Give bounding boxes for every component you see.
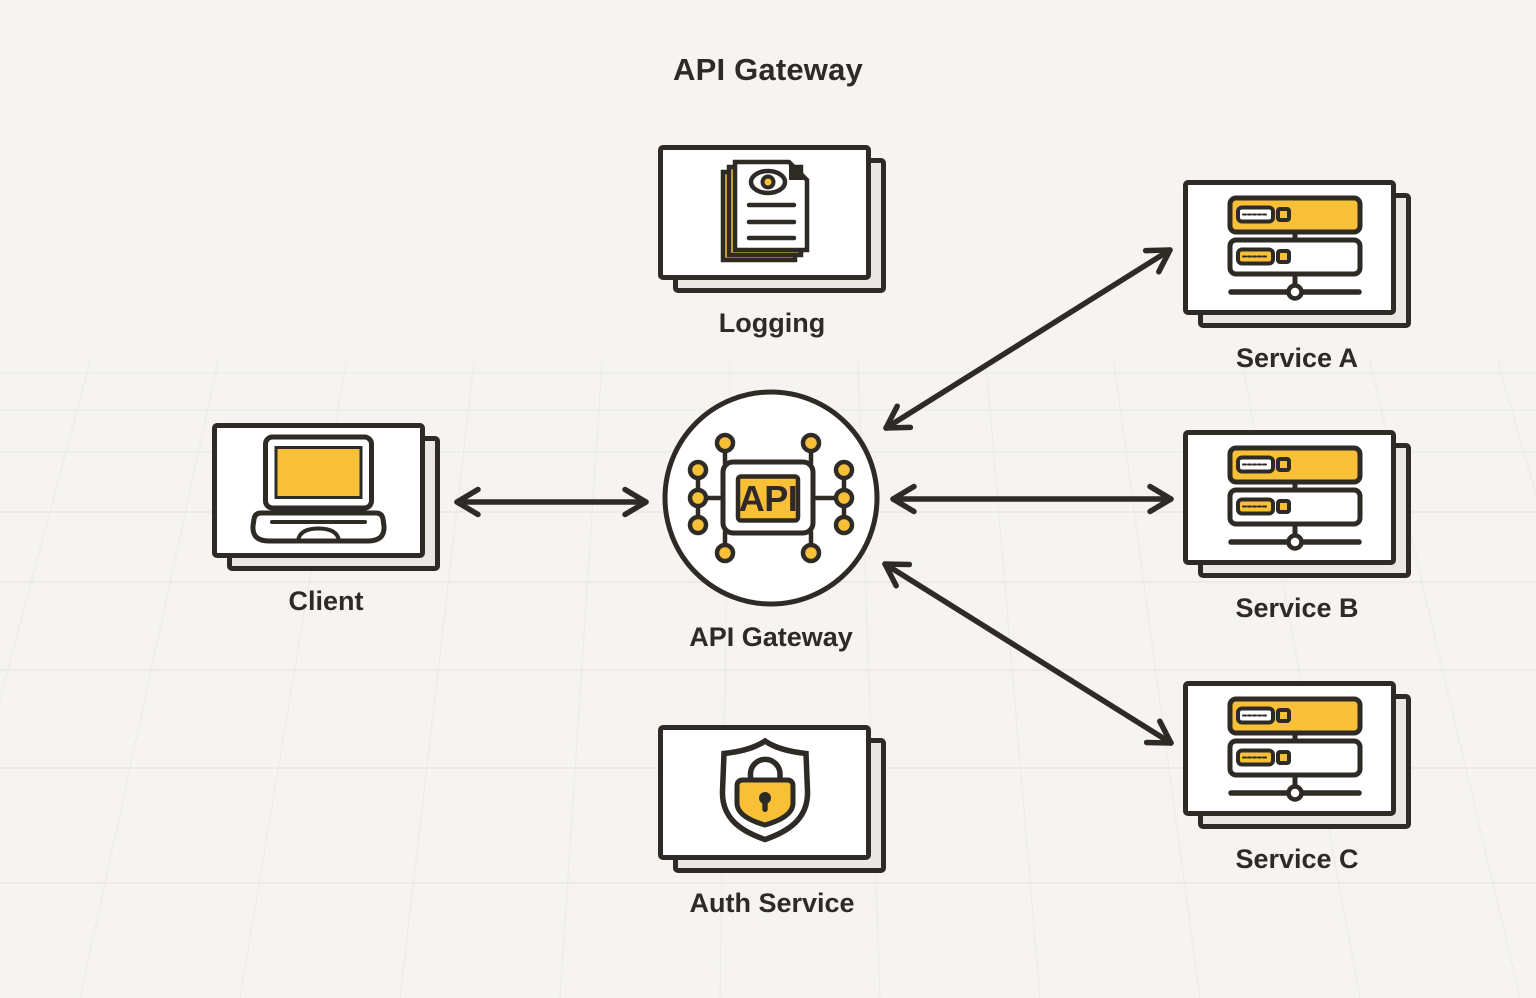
laptop-icon <box>250 434 387 544</box>
service-b-card <box>1183 430 1396 565</box>
server-icon <box>1227 445 1363 551</box>
edge-gateway-service-a <box>883 247 1173 431</box>
auth-card <box>658 725 871 860</box>
service-c-label: Service C <box>1235 844 1359 874</box>
client-label: Client <box>288 586 364 616</box>
client-card <box>212 423 425 558</box>
service-a-label: Service A <box>1235 343 1359 373</box>
logging-label: Logging <box>718 308 826 338</box>
shield-lock-icon <box>719 737 811 843</box>
log-documents-icon <box>720 159 810 263</box>
logging-card <box>658 145 871 280</box>
page-title: API Gateway <box>672 52 863 87</box>
server-icon <box>1227 195 1363 301</box>
node-gateway: API API Gateway <box>662 389 880 652</box>
api-chip-label: API <box>739 478 798 519</box>
gateway-label: API Gateway <box>689 622 853 652</box>
auth-label: Auth Service <box>689 888 855 918</box>
edge-gateway-service-c <box>882 561 1174 746</box>
api-chip-icon: API <box>662 389 880 607</box>
edge-gateway-service-b <box>890 483 1174 515</box>
server-icon <box>1227 696 1363 802</box>
service-c-card <box>1183 681 1396 816</box>
service-a-card <box>1183 180 1396 315</box>
edge-client-gateway <box>454 486 649 518</box>
service-b-label: Service B <box>1235 593 1359 623</box>
